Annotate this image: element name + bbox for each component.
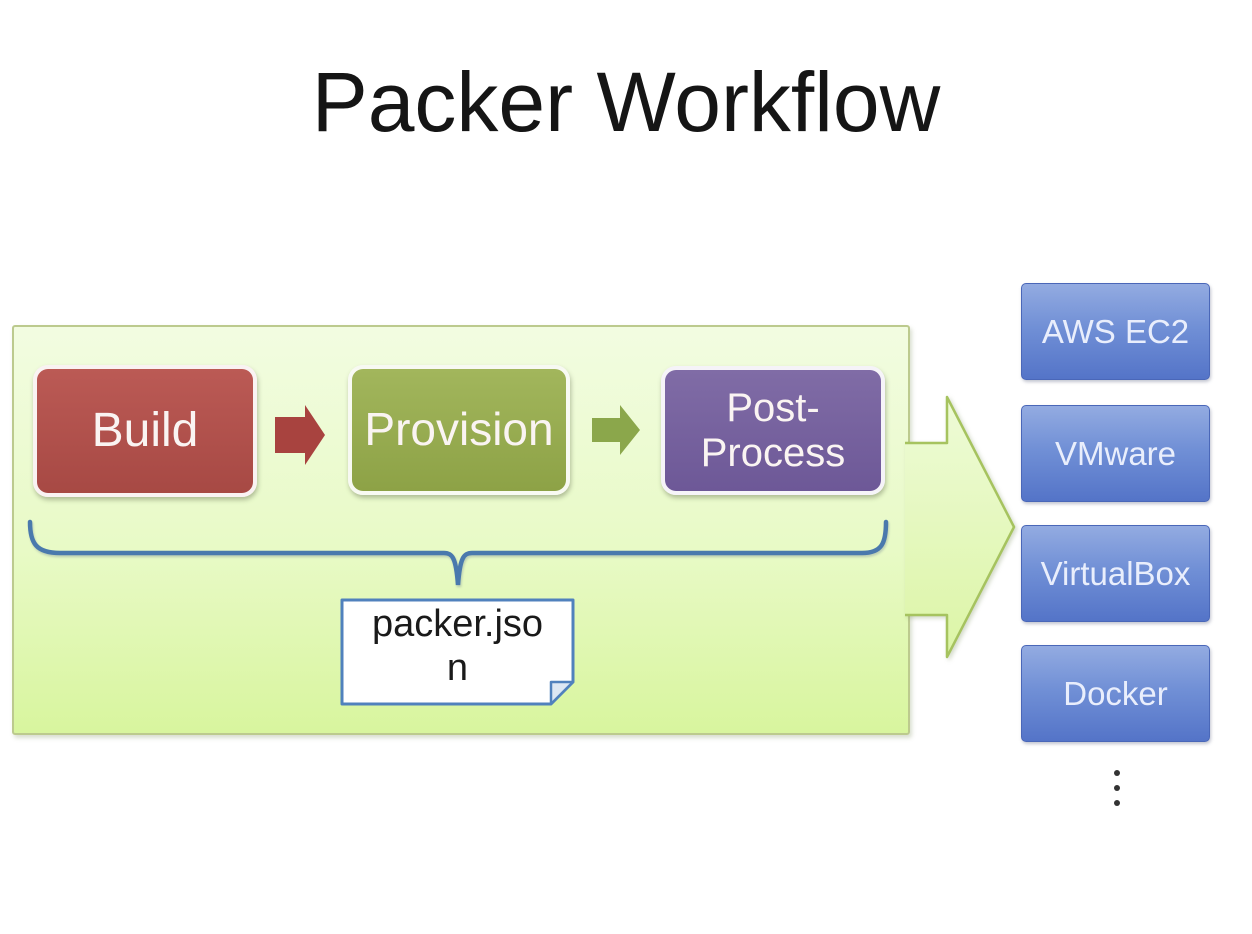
provider-box-docker: Docker (1021, 645, 1210, 742)
step-box-provision: Provision (348, 365, 570, 495)
page-title: Packer Workflow (311, 55, 941, 149)
step-label: Build (91, 404, 199, 458)
config-note-line1: packer.jso (371, 603, 544, 645)
step-label: Process (700, 430, 846, 475)
step-box-post-process: Post-Process (661, 366, 885, 495)
big-right-arrow-icon (905, 395, 1016, 659)
provider-box-aws-ec2: AWS EC2 (1021, 283, 1210, 380)
provider-box-virtualbox: VirtualBox (1021, 525, 1210, 622)
ellipsis-dot (1114, 800, 1120, 806)
step-label: Provision (364, 403, 554, 456)
ellipsis-dot (1114, 785, 1120, 791)
step-label: Post- (726, 385, 820, 430)
config-note-label: packer.jso n (340, 602, 575, 690)
ellipsis-dot (1114, 770, 1120, 776)
provision-to-postprocess-connector-arrow-icon (592, 405, 640, 455)
vertical-ellipsis-icon (1114, 770, 1120, 815)
provider-box-vmware: VMware (1021, 405, 1210, 502)
config-note-line2: n (446, 647, 469, 690)
curly-brace-icon (27, 519, 889, 586)
build-to-provision-connector-arrow-icon (275, 405, 325, 465)
step-box-build: Build (33, 365, 257, 497)
config-note-shape (340, 598, 575, 706)
